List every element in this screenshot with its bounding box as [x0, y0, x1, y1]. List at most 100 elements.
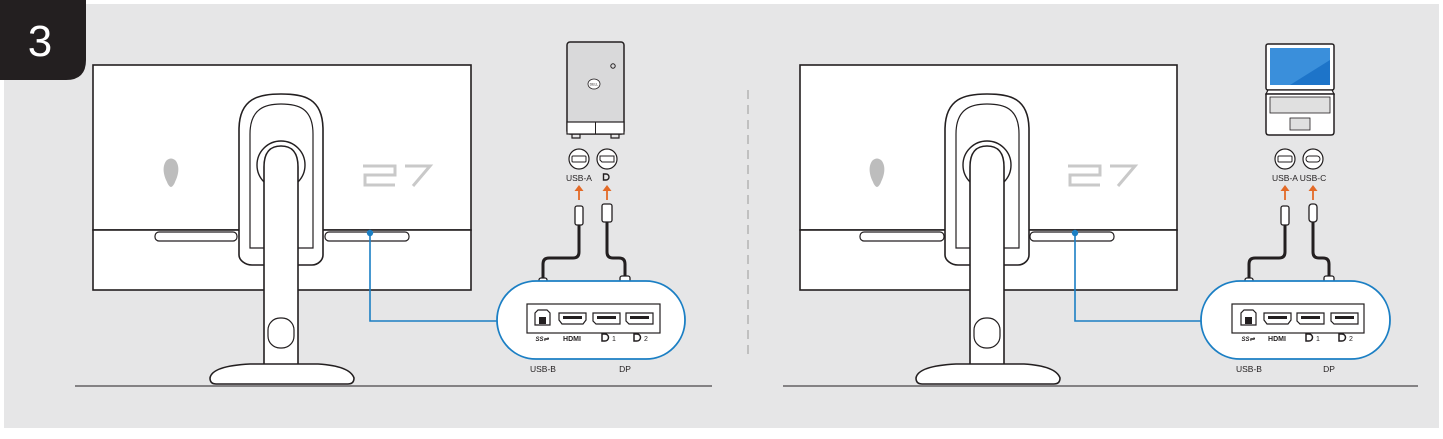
usb-c-cable-plug: [1308, 203, 1318, 223]
displayport-logo-icon: [1305, 333, 1314, 342]
port-group-label-usb-b: USB-B: [1236, 364, 1262, 374]
monitor-port-hdmi: HDMI: [558, 312, 587, 343]
step-badge-shape: [0, 0, 86, 80]
usb-b-port-tongue: [539, 317, 546, 324]
step-number: 3: [28, 17, 52, 66]
usb-cable: [1247, 225, 1287, 278]
source-ports: USB-A USB-C: [1272, 148, 1326, 200]
usb-a-cable-plug: [574, 205, 584, 226]
monitor-port-usb-b: SS⇌: [1240, 309, 1257, 343]
laptop: [1265, 43, 1335, 136]
connect-arrow-up-usb-a: [1280, 185, 1290, 200]
monitor-port-callout: SS⇌ HDMI 1 2: [496, 280, 686, 360]
monitor-port-dp2: 2: [1330, 312, 1359, 343]
usb-c-port-slot: [1305, 155, 1321, 163]
desktop-tower: DELL: [566, 41, 625, 139]
stand-riser: [263, 145, 299, 367]
power-button-icon: [610, 63, 616, 69]
stand-cable-slot: [267, 317, 295, 349]
stand-neck-inner: [249, 103, 314, 249]
tower-foot-left: [571, 134, 581, 139]
connect-arrow-head: [574, 185, 584, 191]
dp-port-number-2: 2: [644, 336, 648, 343]
source-port-label-usb-c: USB-C: [1300, 173, 1326, 183]
dp-cable: [605, 222, 627, 276]
usb-a-cable-plug: [1280, 205, 1290, 226]
usb-a-port-slot: [1277, 155, 1293, 163]
right-setup: USB-A USB-C: [783, 43, 1418, 387]
callout-line: [1074, 233, 1201, 322]
dell-logo-text: DELL: [590, 83, 599, 87]
monitor-branding-27: [363, 164, 434, 187]
stand-cable-slot: [973, 317, 1001, 349]
hdmi-port-tongue: [563, 316, 582, 319]
stand-neck-inner: [955, 103, 1020, 249]
displayport-logo-icon: [633, 333, 642, 342]
connect-arrow-up-usb-c: [1308, 185, 1318, 200]
connect-arrow-up-dp: [602, 185, 612, 200]
source-port-usb-a: USB-A: [566, 148, 592, 183]
connect-arrow-head: [1308, 185, 1318, 191]
hdmi-port-tongue: [1268, 316, 1287, 319]
usb-c-to-dp-cable: [1311, 222, 1331, 276]
laptop-keyboard: [1269, 96, 1331, 114]
monitor-port-dp1: 1: [1296, 312, 1325, 343]
connect-arrow-head: [602, 185, 612, 191]
monitor-vent-left: [154, 231, 238, 242]
monitor-port-dp1: 1: [592, 312, 621, 343]
displayport-port-tongue: [1301, 316, 1320, 319]
displayport-port-tongue: [1335, 316, 1354, 319]
port-group-label-dp: DP: [1323, 364, 1335, 374]
source-port-usb-a: USB-A: [1272, 148, 1298, 183]
tower-foot-right: [610, 134, 620, 139]
port-group-label-dp: DP: [619, 364, 631, 374]
displayport-logo-icon: [1338, 333, 1347, 342]
step-badge: 3: [0, 0, 86, 80]
dp-port-number-2: 2: [1349, 336, 1353, 343]
alien-logo-icon: [869, 158, 885, 187]
connect-arrow-up-usb-a: [574, 185, 584, 200]
usb-a-port-slot: [571, 155, 587, 163]
superspeed-usb-icon: SS⇌: [1241, 337, 1255, 343]
dp-port-number-1: 1: [1316, 336, 1320, 343]
stand-riser: [969, 145, 1005, 367]
monitor-rear: [92, 64, 472, 385]
hdmi-logo-icon: HDMI: [563, 336, 581, 343]
source-ports: USB-A: [566, 148, 618, 200]
connect-arrow-head: [1280, 185, 1290, 191]
dell-logo: [587, 78, 601, 90]
monitor-rear: [799, 64, 1178, 385]
alien-logo-icon: [163, 158, 179, 187]
monitor-vent-left: [859, 231, 945, 242]
port-callout-connector: [1071, 229, 1201, 322]
dp-cable-plug: [601, 203, 613, 223]
monitor-branding-27: [1068, 164, 1139, 187]
source-port-dp: [596, 148, 618, 181]
displayport-port-tongue: [597, 316, 616, 319]
monitor-port-hdmi: HDMI: [1263, 312, 1292, 343]
dp-port-number-1: 1: [612, 336, 616, 343]
source-port-label-usb-a: USB-A: [1272, 173, 1298, 183]
displayport-logo-icon: [601, 333, 610, 342]
monitor-port-callout: SS⇌ HDMI 1 2: [1200, 280, 1391, 360]
stand-base: [209, 363, 355, 385]
source-port-usb-c: USB-C: [1300, 148, 1326, 183]
laptop-screen-highlight: [1270, 48, 1330, 85]
superspeed-usb-icon: SS⇌: [535, 337, 549, 343]
port-group-label-usb-b: USB-B: [530, 364, 556, 374]
monitor-port-usb-b: SS⇌: [534, 309, 551, 343]
callout-line: [369, 233, 497, 322]
left-setup: DELL USB-A: [75, 41, 712, 387]
port-callout-connector: [366, 229, 497, 322]
hdmi-logo-icon: HDMI: [1268, 336, 1286, 343]
usb-b-port-tongue: [1245, 317, 1252, 324]
displayport-logo-icon: [602, 173, 610, 181]
usb-cable: [541, 225, 581, 278]
displayport-port-tongue: [630, 316, 649, 319]
source-port-label-usb-a: USB-A: [566, 173, 592, 183]
displayport-port-slot: [599, 155, 615, 163]
monitor-port-dp2: 2: [625, 312, 654, 343]
stand-base: [915, 363, 1061, 385]
